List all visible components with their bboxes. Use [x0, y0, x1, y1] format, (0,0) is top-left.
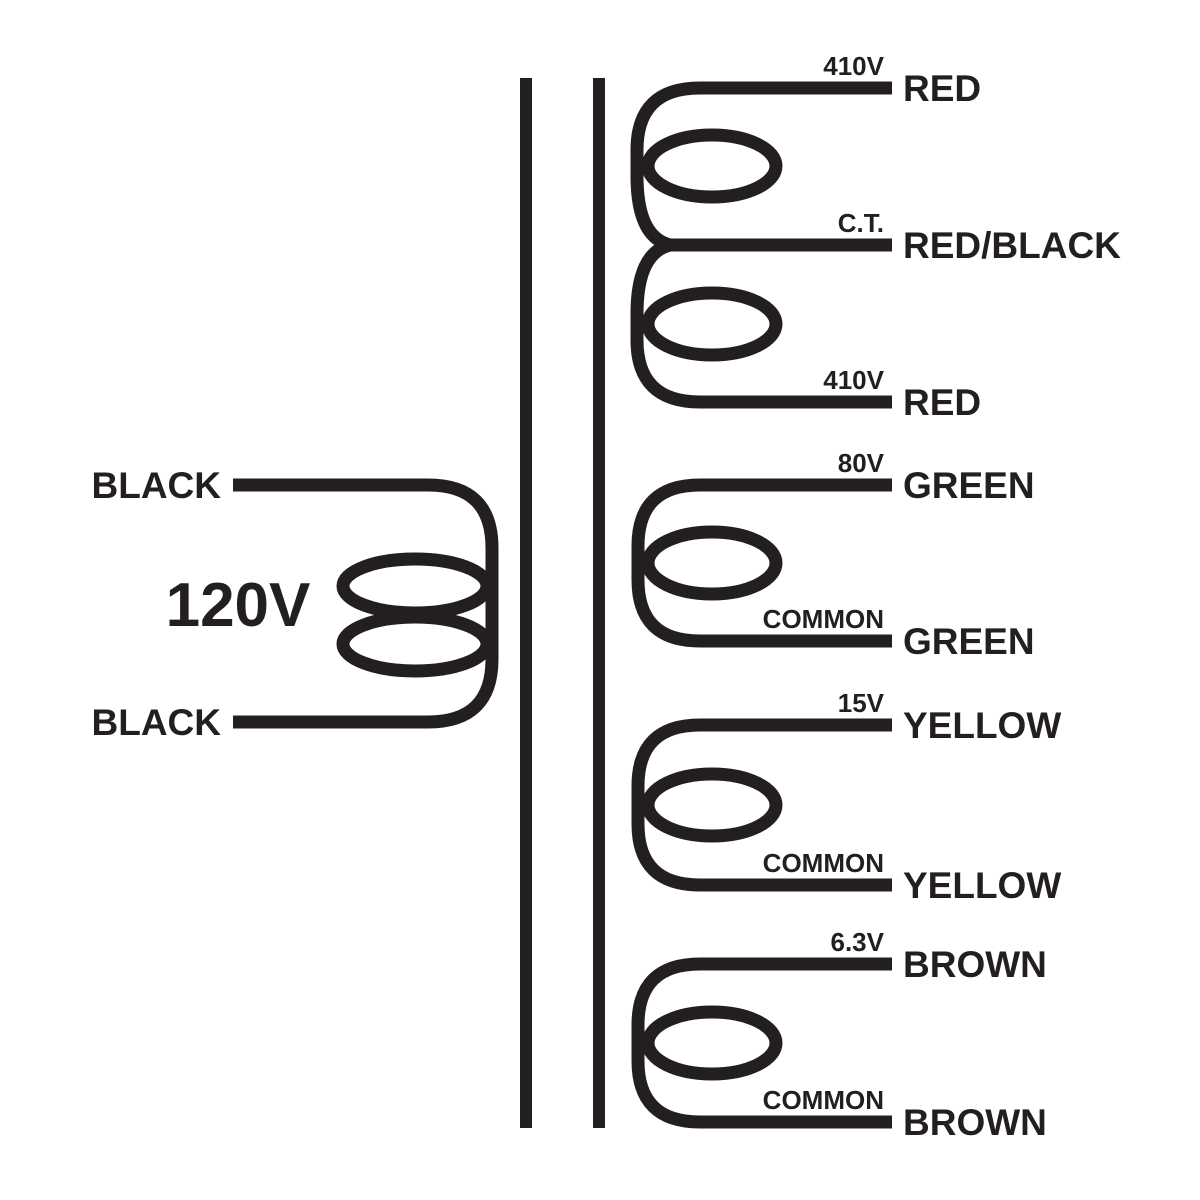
secondary-brown-winding: 6.3V BROWN COMMON BROWN [631, 927, 1047, 1143]
hv-bottom-tap-label: 410V [823, 365, 884, 395]
green-common-wire-label: GREEN [903, 621, 1035, 662]
primary-voltage-label: 120V [166, 571, 311, 640]
brown-loop [641, 1005, 783, 1081]
hv-center-wire-label: RED/BLACK [903, 225, 1121, 266]
primary-loop-2 [336, 610, 494, 678]
yellow-common-tap-label: COMMON [763, 848, 884, 878]
hv-upper-coil-path [630, 81, 892, 252]
green-common-tap-label: COMMON [763, 604, 884, 634]
yellow-top-tap-label: 15V [838, 688, 885, 718]
transformer-core [520, 78, 605, 1128]
hv-top-wire-label: RED [903, 68, 981, 109]
primary-bottom-lead-label: BLACK [92, 702, 222, 743]
brown-coil-path [631, 957, 892, 1129]
brown-common-tap-label: COMMON [763, 1085, 884, 1115]
hv-bottom-wire-label: RED [903, 382, 981, 423]
yellow-common-wire-label: YELLOW [903, 865, 1061, 906]
green-loop [641, 525, 783, 601]
secondary-green-winding: 80V GREEN COMMON GREEN [631, 448, 1035, 662]
green-coil-path [631, 478, 892, 648]
hv-loop-1 [641, 128, 783, 204]
brown-top-wire-label: BROWN [903, 944, 1047, 985]
green-top-wire-label: GREEN [903, 465, 1035, 506]
yellow-loop [641, 767, 783, 843]
primary-loop-1 [336, 552, 494, 620]
primary-winding: BLACK BLACK 120V [92, 465, 499, 743]
yellow-coil-path [631, 718, 892, 892]
hv-center-tap-label: C.T. [838, 208, 884, 238]
secondary-hv-winding: 410V RED C.T. RED/BLACK 410V RED [630, 51, 1121, 423]
secondary-yellow-winding: 15V YELLOW COMMON YELLOW [631, 688, 1061, 906]
hv-lower-coil-path [630, 238, 892, 409]
hv-loop-2 [641, 286, 783, 362]
brown-top-tap-label: 6.3V [831, 927, 885, 957]
yellow-top-wire-label: YELLOW [903, 705, 1061, 746]
green-top-tap-label: 80V [838, 448, 885, 478]
primary-coil-path [233, 478, 499, 729]
primary-top-lead-label: BLACK [92, 465, 222, 506]
hv-top-tap-label: 410V [823, 51, 884, 81]
brown-common-wire-label: BROWN [903, 1102, 1047, 1143]
